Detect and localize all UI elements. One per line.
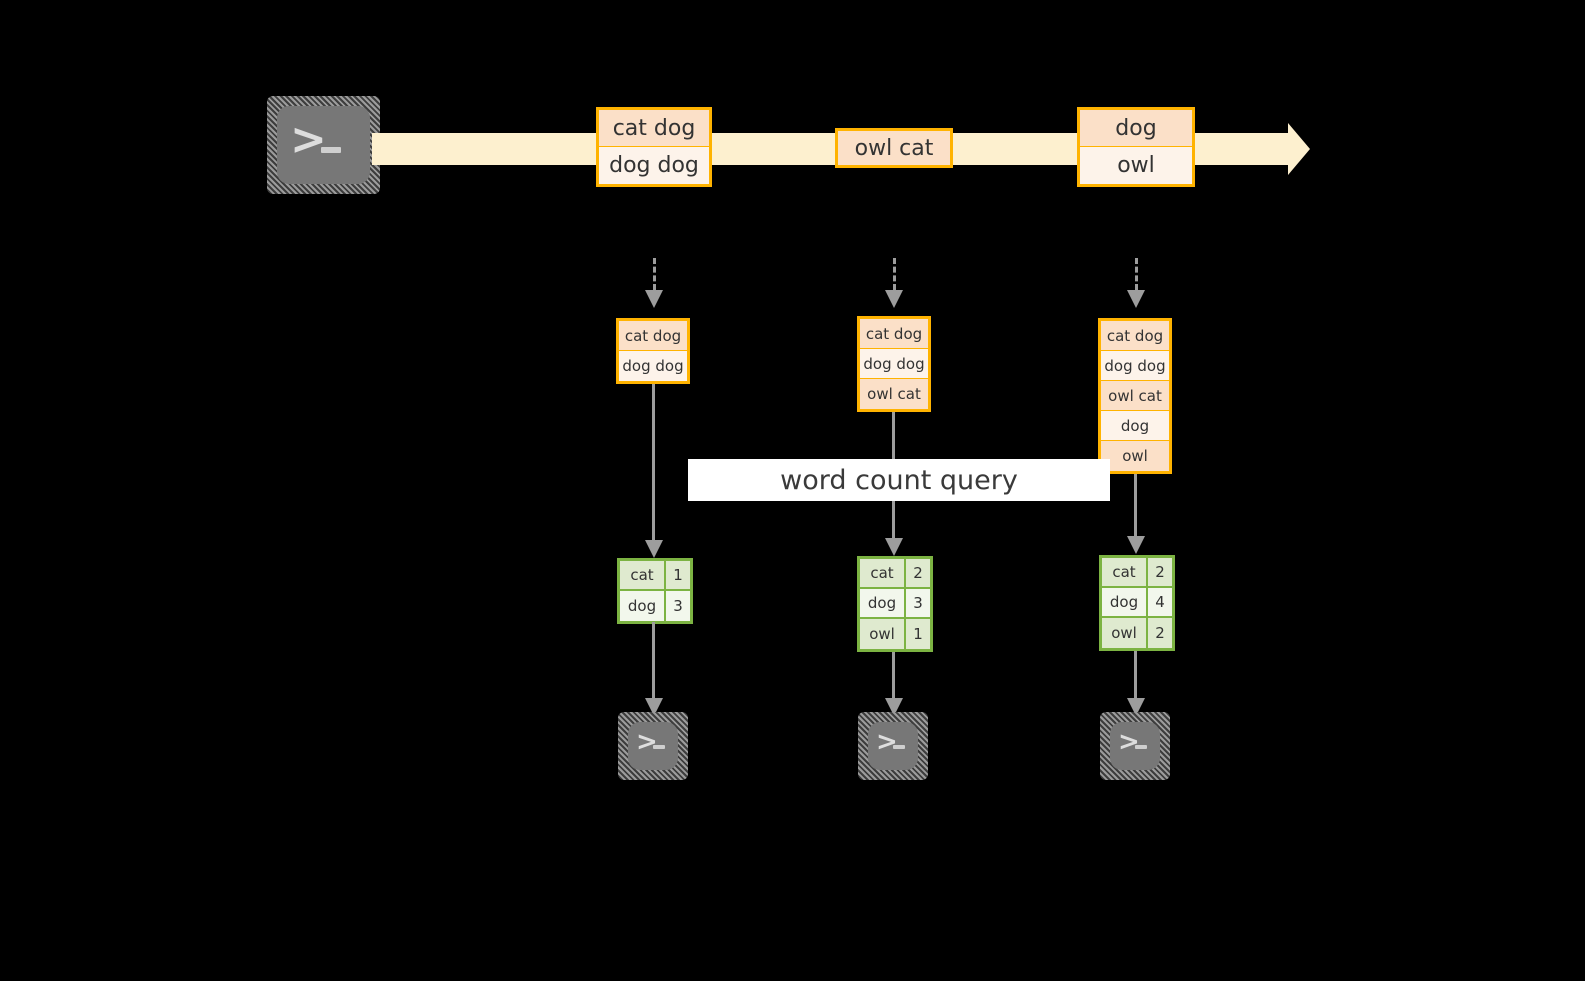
stream-to-table-arrowhead-1 [645,290,663,308]
result-1-row-1-count: 1 [666,561,690,589]
accumulated-table-1: cat dog dog dog [616,318,690,384]
terminal-screen: > [628,722,678,770]
result-2-row-1-word: cat [860,559,906,587]
source-terminal-icon: > [267,96,380,194]
result-1-row-1: cat 1 [620,561,690,591]
result-3-row-3: owl 2 [1102,618,1172,648]
accumulated-2-line-2: dog dog [860,349,928,379]
result-3-row-2-count: 4 [1148,588,1172,616]
result-to-sink-arrowhead-2 [885,698,903,716]
stream-to-table-connector-1 [653,258,656,290]
result-table-3: cat 2 dog 4 owl 2 [1099,555,1175,651]
terminal-cursor-glyph [893,745,905,750]
stream-to-table-arrowhead-3 [1127,290,1145,308]
query-label-text: word count query [780,464,1018,496]
query-label: word count query [688,459,1110,501]
result-to-sink-connector-2 [892,652,895,702]
result-1-row-2: dog 3 [620,591,690,621]
accumulated-1-line-1: cat dog [619,321,687,351]
result-1-row-2-count: 3 [666,591,690,621]
result-table-2: cat 2 dog 3 owl 1 [857,556,933,652]
result-2-row-1: cat 2 [860,559,930,589]
terminal-screen: > [1110,722,1160,770]
accumulated-3-line-4: dog [1101,411,1169,441]
table-to-result-arrowhead-3 [1127,536,1145,554]
terminal-screen: > [277,106,370,184]
accumulated-1-line-2: dog dog [619,351,687,381]
sink-terminal-icon-1: > [618,712,688,780]
table-to-result-connector-3 [1134,474,1137,542]
stream-batch-2-line-1: owl cat [838,131,950,165]
stream-to-table-connector-3 [1135,258,1138,290]
result-2-row-3-word: owl [860,619,906,649]
result-to-sink-arrowhead-3 [1127,698,1145,716]
result-to-sink-connector-1 [652,622,655,702]
result-2-row-2-count: 3 [906,589,930,617]
accumulated-2-line-1: cat dog [860,319,928,349]
result-3-row-2: dog 4 [1102,588,1172,618]
terminal-cursor-glyph [320,146,341,153]
table-to-result-arrowhead-1 [645,540,663,558]
terminal-cursor-glyph [653,745,665,750]
stream-to-table-arrowhead-2 [885,290,903,308]
result-1-row-1-word: cat [620,561,666,589]
accumulated-3-line-5: owl [1101,441,1169,471]
result-2-row-2-word: dog [860,589,906,617]
accumulated-3-line-1: cat dog [1101,321,1169,351]
result-3-row-3-word: owl [1102,618,1148,648]
stream-batch-1-line-1: cat dog [599,110,709,147]
result-table-1: cat 1 dog 3 [617,558,693,624]
stream-batch-3-line-2: owl [1080,147,1192,184]
result-2-row-2: dog 3 [860,589,930,619]
result-2-row-3-count: 1 [906,619,930,649]
terminal-screen: > [868,722,918,770]
result-to-sink-arrowhead-1 [645,698,663,716]
accumulated-2-line-3: owl cat [860,379,928,409]
stream-arrow-head [1288,123,1310,175]
stream-batch-3-line-1: dog [1080,110,1192,147]
accumulated-3-line-3: owl cat [1101,381,1169,411]
accumulated-3-line-2: dog dog [1101,351,1169,381]
result-2-row-3: owl 1 [860,619,930,649]
result-3-row-2-word: dog [1102,588,1148,616]
terminal-prompt-glyph: > [636,726,658,757]
result-to-sink-connector-3 [1134,651,1137,702]
sink-terminal-icon-3: > [1100,712,1170,780]
stream-batch-2: owl cat [835,128,953,168]
table-to-result-connector-1 [652,384,655,544]
accumulated-table-2: cat dog dog dog owl cat [857,316,931,412]
terminal-prompt-glyph: > [876,726,898,757]
result-3-row-1-count: 2 [1148,558,1172,586]
result-2-row-1-count: 2 [906,559,930,587]
result-1-row-2-word: dog [620,591,666,621]
stream-batch-3: dog owl [1077,107,1195,187]
table-to-result-arrowhead-2 [885,538,903,556]
terminal-prompt-glyph: > [1118,726,1140,757]
stream-batch-1-line-2: dog dog [599,147,709,184]
result-3-row-1: cat 2 [1102,558,1172,588]
terminal-cursor-glyph [1135,745,1147,750]
result-3-row-3-count: 2 [1148,618,1172,648]
stream-batch-1: cat dog dog dog [596,107,712,187]
accumulated-table-3: cat dog dog dog owl cat dog owl [1098,318,1172,474]
result-3-row-1-word: cat [1102,558,1148,586]
sink-terminal-icon-2: > [858,712,928,780]
stream-to-table-connector-2 [893,258,896,290]
terminal-prompt-glyph: > [290,114,327,166]
